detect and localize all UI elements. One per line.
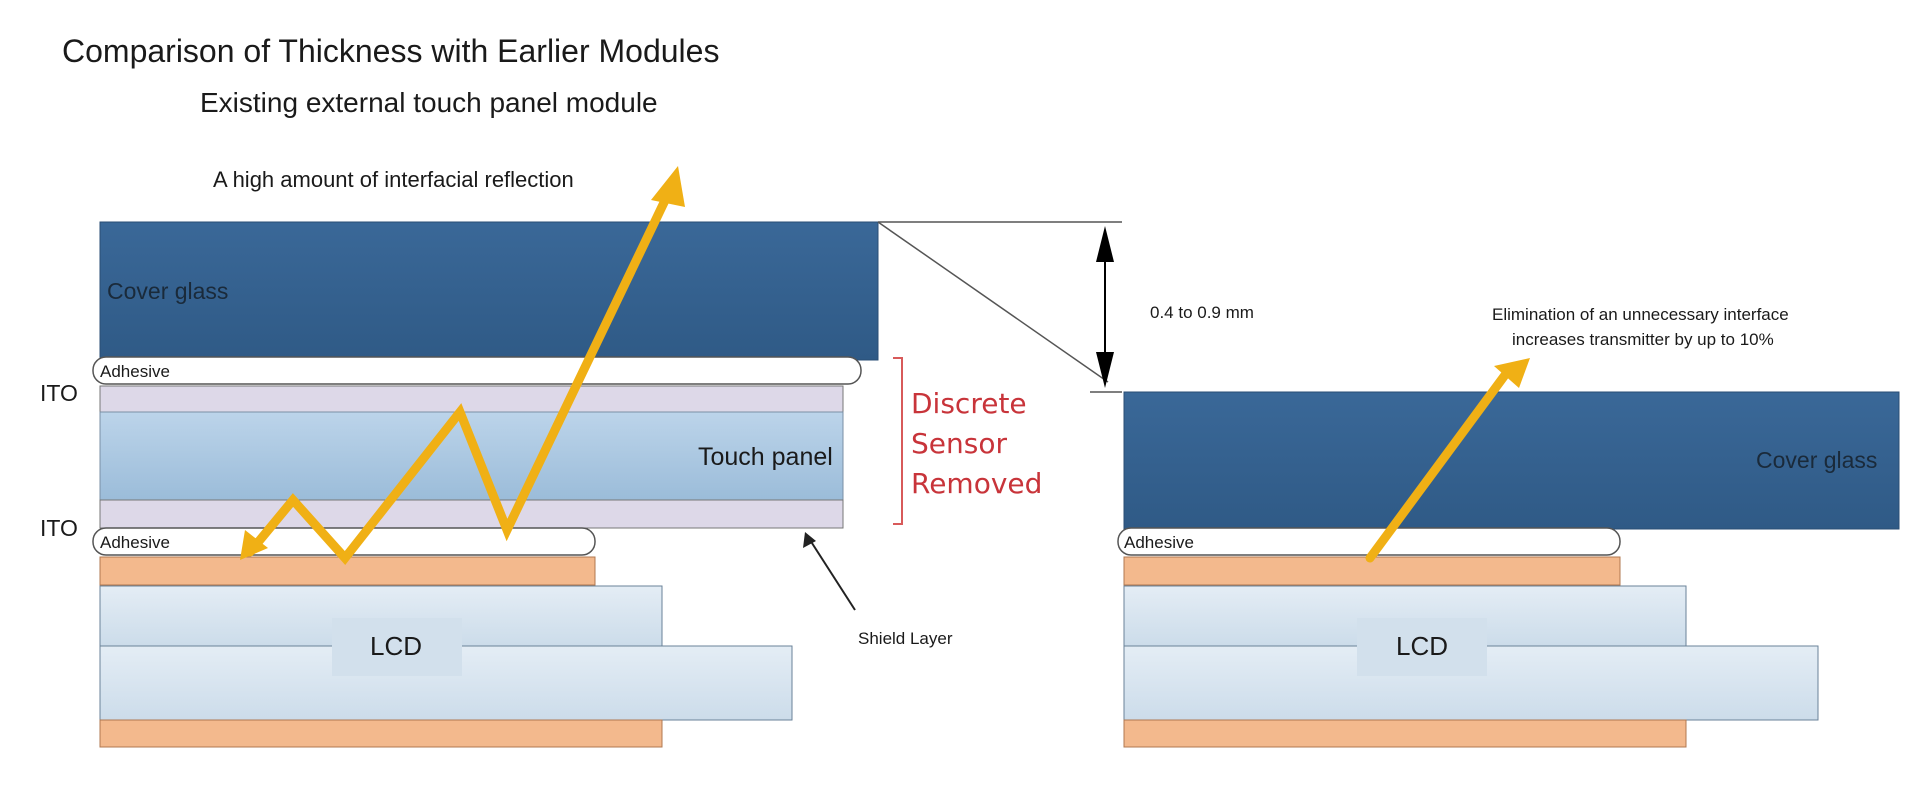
removed-bracket <box>893 357 903 525</box>
right-lcd-label-box <box>1357 618 1487 676</box>
removed-label-line3: Removed <box>911 467 1042 500</box>
right-cover-glass-label: Cover glass <box>1756 447 1877 473</box>
transmission-arrow-shaft <box>1365 370 1510 563</box>
left-adhesive-top-label: Adhesive <box>100 362 170 381</box>
reflection-zigzag-arrow <box>245 185 675 565</box>
left-orange-layer-bottom <box>99 719 663 748</box>
diagram-title: Comparison of Thickness with Earlier Mod… <box>62 33 719 69</box>
dimension-label: 0.4 to 0.9 mm <box>1150 303 1254 322</box>
right-lcd-label: LCD <box>1396 631 1448 661</box>
removed-label-line2: Sensor <box>911 427 1007 460</box>
left-cover-glass <box>99 221 879 361</box>
touch-panel-label: Touch panel <box>698 443 833 471</box>
right-orange-layer-bottom <box>1123 719 1687 748</box>
left-lcd-label-box <box>332 618 462 676</box>
left-ito-top-layer <box>99 385 844 413</box>
ito-bottom-label: ITO <box>40 515 78 541</box>
shield-layer-pointer <box>809 539 856 611</box>
left-cover-glass-label: Cover glass <box>107 278 228 304</box>
right-note-line1: Elimination of an unnecessary interface <box>1492 305 1789 324</box>
reflection-note: A high amount of interfacial reflection <box>213 167 574 192</box>
reflection-arrowhead-left <box>240 530 268 560</box>
ito-top-label: ITO <box>40 380 78 406</box>
transmission-arrowhead <box>1494 358 1530 388</box>
shield-layer-arrowhead <box>803 532 816 548</box>
left-touch-panel <box>99 411 844 501</box>
left-adhesive-bottom-label: Adhesive <box>100 533 170 552</box>
right-note-line2: increases transmitter by up to 10% <box>1512 330 1774 349</box>
left-ito-bottom-layer <box>99 499 844 529</box>
shield-layer-label: Shield Layer <box>858 629 953 648</box>
diagram-subtitle: Existing external touch panel module <box>200 87 658 118</box>
dimension-arrowhead-up <box>1096 226 1114 262</box>
reflection-arrowhead-top <box>651 166 685 207</box>
dimension-arrowhead-down <box>1096 352 1114 388</box>
dimension-diagonal-line <box>877 221 1109 383</box>
right-adhesive-label: Adhesive <box>1124 533 1194 552</box>
left-adhesive-top <box>92 356 862 385</box>
left-lcd-label: LCD <box>370 631 422 661</box>
removed-label-line1: Discrete <box>911 387 1027 420</box>
